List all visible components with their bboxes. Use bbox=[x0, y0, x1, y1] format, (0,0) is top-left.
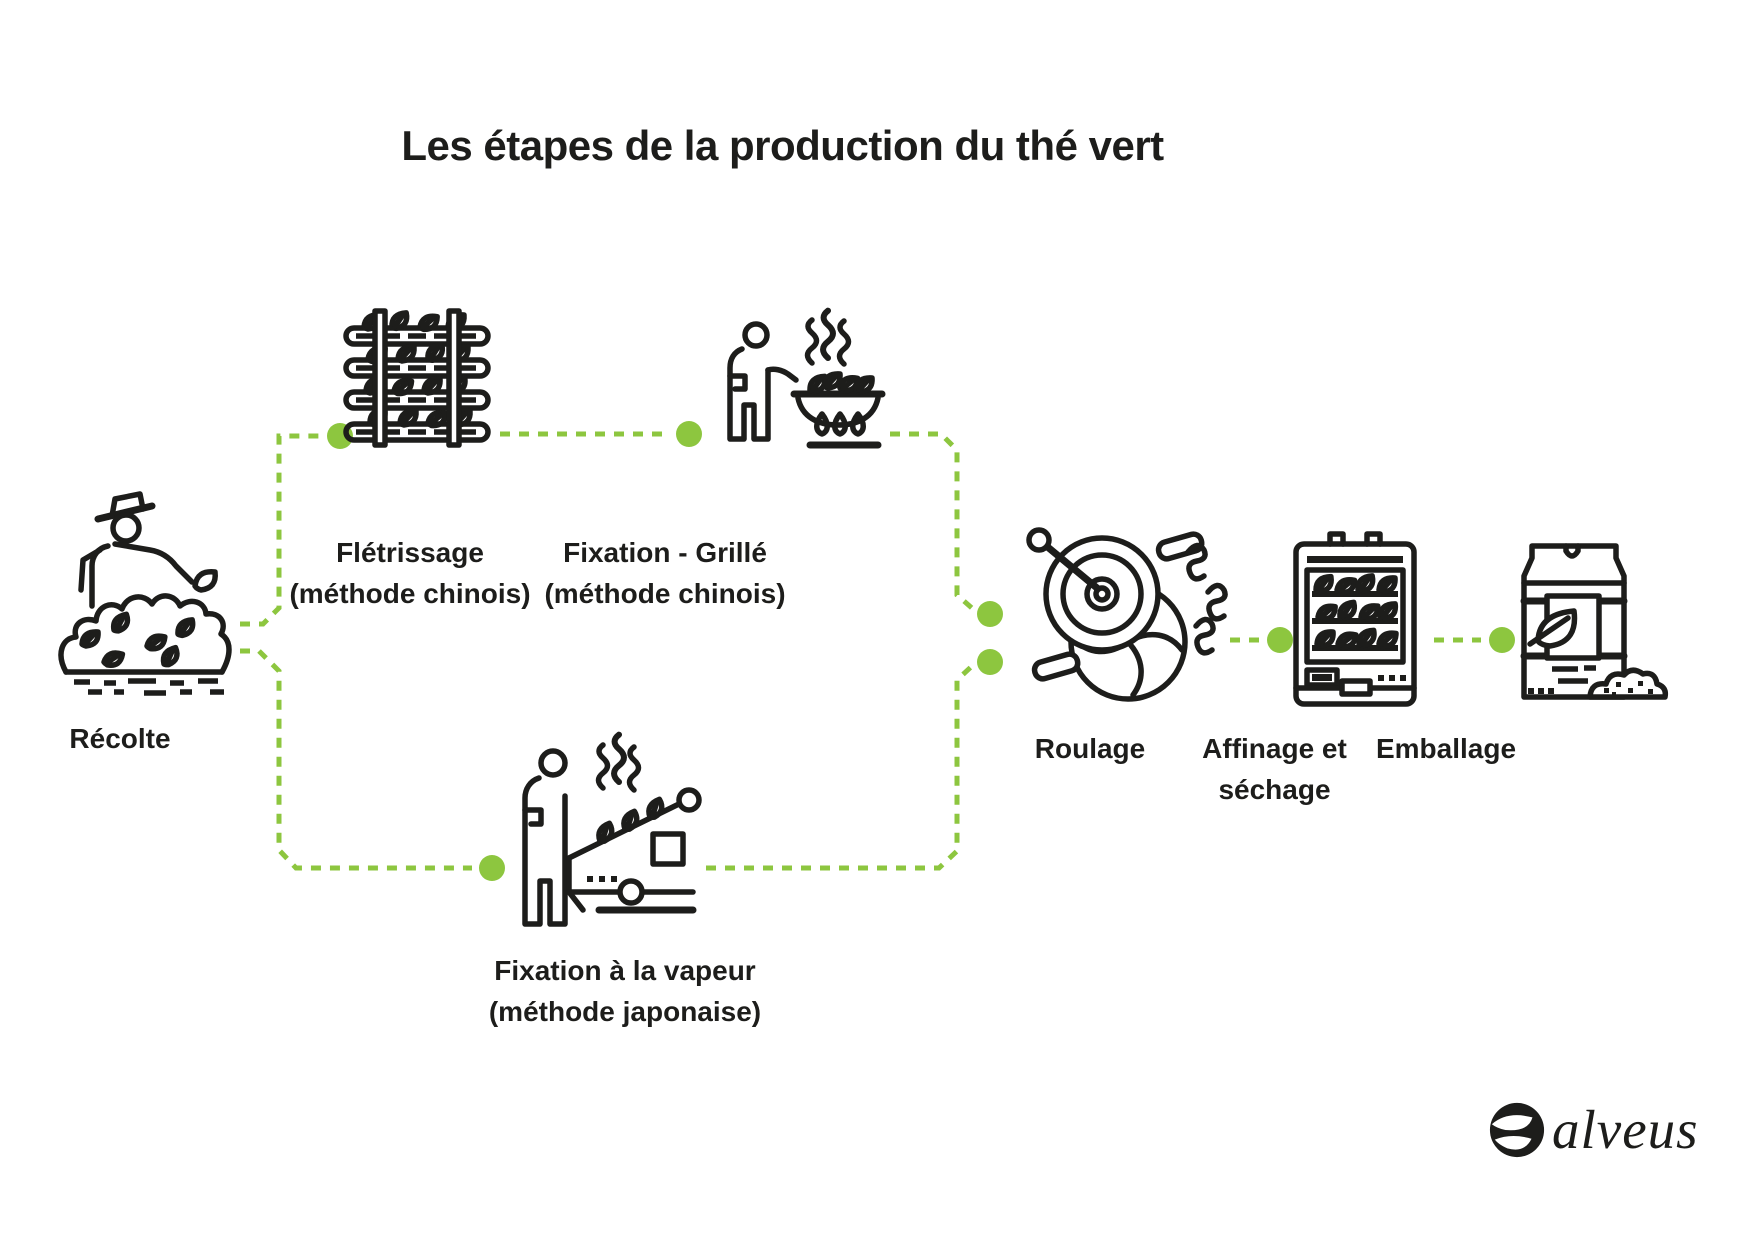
stage-name: Affinage et bbox=[1202, 733, 1347, 764]
stage-name: Flétrissage bbox=[336, 537, 484, 568]
node-dot-drying bbox=[1267, 627, 1293, 653]
stage-label-fixation-grille: Fixation - Grillé (méthode chinois) bbox=[510, 532, 820, 614]
stage-method: (méthode chinois) bbox=[289, 578, 531, 609]
stage-name: Fixation - Grillé bbox=[563, 537, 767, 568]
alveus-logo-text: alveus bbox=[1552, 1099, 1699, 1160]
harvest-icon bbox=[58, 491, 232, 696]
stage-label-recolte: Récolte bbox=[69, 723, 171, 754]
stage-name-line2: séchage bbox=[1218, 774, 1331, 805]
stage-method: (méthode japonaise) bbox=[488, 996, 762, 1027]
connector-steaming-to-rolling bbox=[706, 665, 973, 871]
stage-name: Fixation à la vapeur bbox=[494, 955, 756, 986]
stage-label-emballage: Emballage bbox=[1375, 733, 1517, 764]
page-title: Les étapes de la production du thé vert bbox=[401, 122, 1164, 169]
node-dot-packaging bbox=[1489, 627, 1515, 653]
node-dot-panfiring bbox=[676, 421, 702, 447]
stage-label-affinage: Affinage et séchage bbox=[1152, 728, 1397, 810]
alveus-logo-icon bbox=[1489, 1102, 1545, 1158]
pan-firing-icon bbox=[727, 318, 886, 449]
stage-label-fixation-vapeur: Fixation à la vapeur (méthode japonaise) bbox=[445, 950, 805, 1032]
connector-harvest-to-steaming bbox=[240, 648, 472, 871]
stage-method: (méthode chinois) bbox=[544, 578, 786, 609]
node-dot-steaming bbox=[479, 855, 505, 881]
rolling-machine-icon bbox=[1026, 527, 1228, 702]
node-dot-merge-top bbox=[977, 601, 1003, 627]
packaging-bag-icon bbox=[1520, 543, 1669, 700]
steaming-machine-icon bbox=[522, 740, 702, 927]
node-dot-merge-bottom bbox=[977, 649, 1003, 675]
stage-label-fletrissage: Flétrissage (méthode chinois) bbox=[255, 532, 565, 614]
connector-harvest-to-withering bbox=[240, 433, 322, 627]
drying-oven-icon bbox=[1293, 531, 1417, 707]
stage-label-roulage: Roulage bbox=[1034, 733, 1146, 764]
withering-rack-icon bbox=[343, 308, 491, 448]
connector-panfiring-to-rolling bbox=[890, 431, 975, 611]
